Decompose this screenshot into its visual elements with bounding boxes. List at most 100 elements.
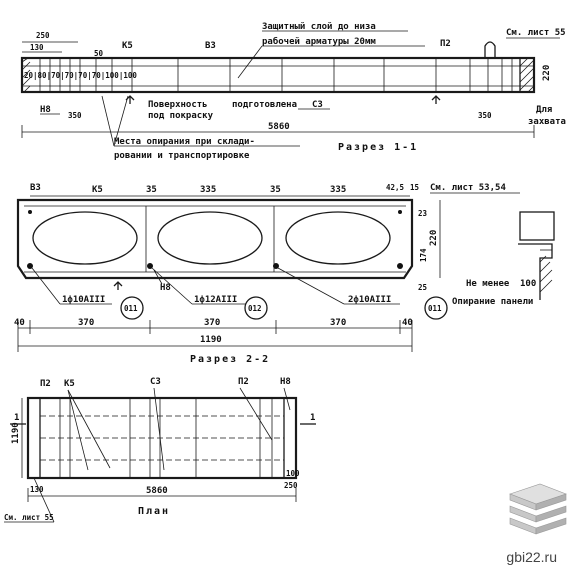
dim-label: 220 [429, 230, 439, 246]
dim-label: 40 [14, 318, 25, 328]
callout-circle [424, 296, 448, 320]
plan-view: П2 К5 С3 П2 Н8 1190 1 1 100 250 130 [4, 377, 316, 523]
dim-label: 350 [68, 111, 82, 120]
rebar-label: 1ф12АIII [194, 295, 237, 305]
leader-line [67, 389, 89, 471]
void [157, 211, 263, 265]
leader-line [283, 387, 291, 411]
leader-line [113, 95, 129, 147]
void [285, 211, 391, 265]
dim-label: 335 [200, 185, 216, 195]
note-label: См. лист 53,54 [430, 183, 506, 193]
leader-line [67, 389, 111, 469]
rebar-label: 2ф10АIII [348, 295, 391, 305]
callout-label: 012 [248, 304, 262, 313]
panel-section [16, 198, 414, 280]
end-hatch-right [519, 57, 535, 93]
leader-line [151, 267, 193, 305]
leader-line [239, 387, 273, 441]
mark-label: П2 [440, 39, 451, 49]
small-dims: 20|80|70|70|70|70|100|100 [24, 71, 137, 81]
dim-label: 250 [284, 481, 298, 490]
stirrups [39, 58, 513, 92]
callout-label: 011 [428, 304, 442, 313]
plan-end [27, 397, 41, 479]
note-label: подготовлена [232, 100, 297, 110]
dim-label: 130 [30, 485, 44, 494]
dim-label: 35 [270, 185, 281, 195]
lifting-loop [484, 41, 496, 58]
leader-line [153, 269, 163, 285]
void [32, 211, 138, 265]
dim-label: 370 [78, 318, 94, 328]
dim-label: 335 [330, 185, 346, 195]
note-label: Защитный слой до низа [262, 22, 376, 32]
mark-label: П2 [238, 377, 249, 387]
dim-label: 1190 [11, 422, 21, 444]
dim-label: 100 [286, 469, 300, 478]
dim-label: 5860 [268, 122, 290, 132]
dim-label: 100 [520, 279, 536, 289]
note-label: Для [536, 105, 552, 115]
rebar-dot [147, 263, 153, 269]
rebar-dot [397, 263, 403, 269]
dim-label: 370 [204, 318, 220, 328]
note-label: ровании и транспортировке [114, 151, 250, 161]
leader-line [101, 95, 115, 147]
leader-line [153, 387, 165, 471]
support-detail [518, 211, 555, 300]
mark-label: Н8 [280, 377, 291, 387]
mark-label: К5 [92, 185, 103, 195]
dim-label: 174 [419, 248, 428, 262]
dim-label: 42,5 [386, 183, 404, 192]
callout-circle [244, 296, 268, 320]
mark-label: П2 [40, 379, 51, 389]
dim-label: 5860 [146, 486, 168, 496]
leader-line [31, 267, 61, 305]
mark-label: В3 [205, 41, 216, 51]
leader-line [277, 267, 345, 305]
leader-line [237, 45, 263, 79]
dim-label: 50 [94, 49, 104, 58]
mark-label: К5 [64, 379, 75, 389]
section-marker: 1 [310, 413, 315, 423]
note-label: См. лист 55 [4, 513, 54, 522]
rebar-label: 1ф10АIII [62, 295, 105, 305]
dim-label: 370 [330, 318, 346, 328]
mark-label: С3 [150, 377, 161, 387]
end-hatch-left [21, 57, 31, 93]
note-label: захвата [528, 117, 566, 127]
stack-logo-icon [509, 483, 567, 535]
section-title: Разрез 2-2 [190, 354, 270, 365]
dim-label: 35 [146, 185, 157, 195]
dim-label: 23 [418, 209, 428, 218]
dim-label: 220 [542, 65, 552, 81]
mark-label: Н8 [160, 283, 171, 293]
rebar-dot [398, 210, 402, 214]
section-view: В3 К5 35 335 35 335 42,5 15 См. лист 53,… [14, 183, 555, 365]
section-marker: 1 [14, 413, 19, 423]
dim-label: 250 [36, 31, 50, 40]
callout-label: 011 [124, 304, 138, 313]
note-label: См. лист 55 [506, 28, 566, 38]
note-label: Не менее [466, 279, 510, 289]
top-view: 250 130 50 К5 В3 Защитный слой до низа р… [20, 22, 566, 161]
dim-label: 1190 [200, 335, 222, 345]
dim-label: 15 [410, 183, 419, 192]
dim-label: 130 [30, 43, 44, 52]
dim-label: 40 [402, 318, 413, 328]
callout-circle [120, 296, 144, 320]
note-label: рабочей арматуры 20мм [262, 36, 376, 47]
section-title: Разрез 1-1 [338, 142, 418, 153]
note-label: под покраску [148, 111, 214, 121]
mark-label: Н8 [40, 105, 51, 115]
dim-label: 25 [418, 283, 427, 292]
mark-label: С3 [312, 100, 323, 110]
rebar-dot [273, 263, 279, 269]
note-label: Поверхность [148, 100, 208, 110]
rebar-dot [27, 263, 33, 269]
leader-line [33, 477, 55, 523]
support-arrow [431, 95, 441, 104]
support-arrow [113, 281, 123, 290]
